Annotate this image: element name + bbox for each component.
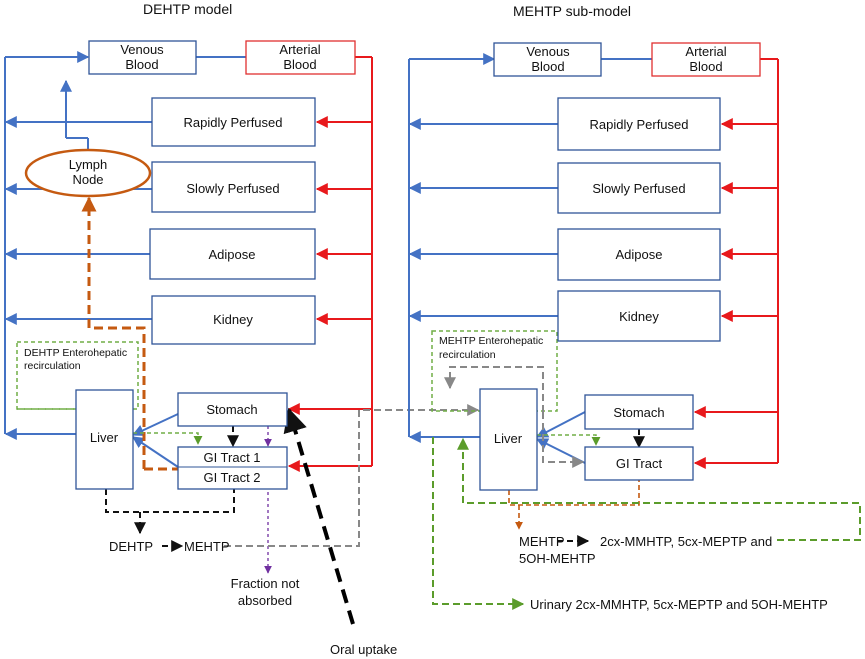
- adipose-right-label: Adipose: [616, 247, 663, 262]
- venous-network-right: [408, 53, 652, 464]
- gi-tract-2-label: GI Tract 2: [203, 470, 260, 485]
- venous-blood-box-right: [493, 42, 602, 77]
- mehtp-enterohepatic-line2: recirculation: [439, 349, 496, 361]
- oral-uptake-label: Oral uptake: [330, 642, 397, 657]
- venous-blood-right-line1: Venous: [526, 44, 570, 59]
- liver-box-right: [479, 388, 538, 491]
- lymph-node-line2: Node: [72, 172, 103, 187]
- urinary-excretion-arrow: [432, 437, 525, 610]
- arterial-blood-box: [245, 40, 356, 75]
- venous-blood-box: [88, 40, 197, 75]
- dehtp-enterohepatic-line1: DEHTP Enterohepatic: [24, 347, 127, 359]
- liver-right-label: Liver: [494, 431, 523, 446]
- stomach-right-label: Stomach: [613, 405, 664, 420]
- gi-tract-right-label: GI Tract: [616, 456, 663, 471]
- liver-gi-outflow: [105, 489, 235, 513]
- dehtp-model-title: DEHTP model: [143, 1, 232, 17]
- venous-blood-line1: Venous: [120, 42, 164, 57]
- arterial-blood-line1: Arterial: [279, 42, 320, 57]
- arterial-blood-box-right: [651, 42, 761, 77]
- slowly-perfused-right-label: Slowly Perfused: [592, 181, 685, 196]
- kidney-right-label: Kidney: [619, 309, 659, 324]
- mehtp-model-title: MEHTP sub-model: [513, 3, 631, 19]
- dehtp-enterohepatic-line2: recirculation: [24, 360, 81, 372]
- lymph-pathway-left: [81, 196, 178, 471]
- venous-network-left: [4, 51, 246, 468]
- mehtp-transfer-path: [224, 404, 480, 547]
- slowly-perfused-label: Slowly Perfused: [186, 181, 279, 196]
- adipose-box: [149, 228, 316, 280]
- lymph-node-ellipse: [24, 148, 152, 198]
- rapidly-perfused-box-right: [557, 97, 721, 151]
- metabolite-collector: [508, 480, 640, 506]
- kidney-box: [151, 295, 316, 345]
- arterial-blood-right-line1: Arterial: [685, 44, 726, 59]
- fraction-not-absorbed-line1: Fraction not: [231, 576, 300, 591]
- liver-box: [75, 389, 134, 490]
- fraction-not-absorbed-line2: absorbed: [238, 593, 292, 608]
- dehtp-label: DEHTP: [109, 539, 153, 554]
- stomach-box: [177, 392, 288, 427]
- metabolites-line1: 2cx-MMHTP, 5cx-MEPTP and: [600, 534, 772, 549]
- oral-uptake-arrow: [283, 407, 355, 625]
- grey-gi-arrow: [542, 412, 585, 468]
- grey-recirculation-loop: [444, 366, 544, 412]
- mehtp-label: MEHTP: [184, 539, 230, 554]
- kidney-label: Kidney: [213, 312, 253, 327]
- mehtp-enterohepatic-line1: MEHTP Enterohepatic: [439, 335, 543, 347]
- venous-blood-right-line2: Blood: [531, 59, 564, 74]
- mehtp-right-label: MEHTP: [519, 534, 565, 549]
- adipose-box-right: [557, 228, 721, 281]
- gi-tract-1-label: GI Tract 1: [203, 450, 260, 465]
- rapidly-perfused-right-label: Rapidly Perfused: [590, 117, 689, 132]
- rapidly-perfused-box: [151, 97, 316, 147]
- arterial-network-right: [693, 58, 779, 469]
- mehtp-sub-model: MEHTP sub-model: [408, 3, 861, 612]
- venous-blood-line2: Blood: [125, 57, 158, 72]
- dehtp-model: DEHTP model: [4, 1, 480, 657]
- arterial-blood-line2: Blood: [283, 57, 316, 72]
- slowly-perfused-box-right: [557, 162, 721, 214]
- arterial-blood-right-line2: Blood: [689, 59, 722, 74]
- liver-label: Liver: [90, 430, 119, 445]
- enterohepatic-return-loop: [457, 437, 861, 541]
- lymph-node-line1: Lymph: [69, 157, 108, 172]
- gi-tract-box: [177, 446, 288, 490]
- stomach-label: Stomach: [206, 402, 257, 417]
- rapidly-perfused-label: Rapidly Perfused: [184, 115, 283, 130]
- kidney-box-right: [557, 290, 721, 342]
- gi-tract-box-right: [584, 446, 694, 481]
- slowly-perfused-box: [151, 161, 316, 213]
- urinary-label: Urinary 2cx-MMHTP, 5cx-MEPTP and 5OH-MEH…: [530, 597, 828, 612]
- stomach-box-right: [584, 394, 694, 430]
- metabolites-line2: 5OH-MEHTP: [519, 551, 596, 566]
- adipose-label: Adipose: [209, 247, 256, 262]
